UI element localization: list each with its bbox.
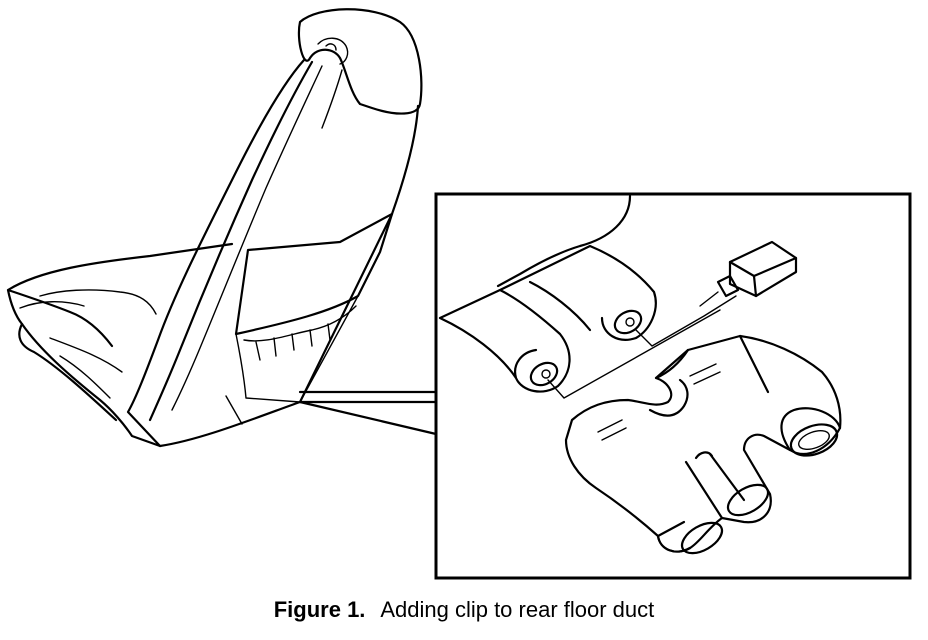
figure-caption: Figure 1. Adding clip to rear floor duct xyxy=(0,597,928,623)
seat-map-pocket xyxy=(234,212,394,336)
floor-duct-outlets xyxy=(438,244,657,393)
rear-floor-duct xyxy=(564,334,842,555)
seat-headrest xyxy=(297,8,423,115)
detail-inset-frame xyxy=(434,192,912,580)
seat-back xyxy=(126,58,420,448)
clip xyxy=(699,240,798,307)
seat-drawing xyxy=(6,8,423,448)
detail-drawing xyxy=(438,194,842,555)
detail-leader-line xyxy=(298,400,438,436)
figure-caption-text: Adding clip to rear floor duct xyxy=(380,597,655,622)
figure-caption-label: Figure 1. xyxy=(273,597,366,622)
seat-cushion xyxy=(6,242,234,448)
